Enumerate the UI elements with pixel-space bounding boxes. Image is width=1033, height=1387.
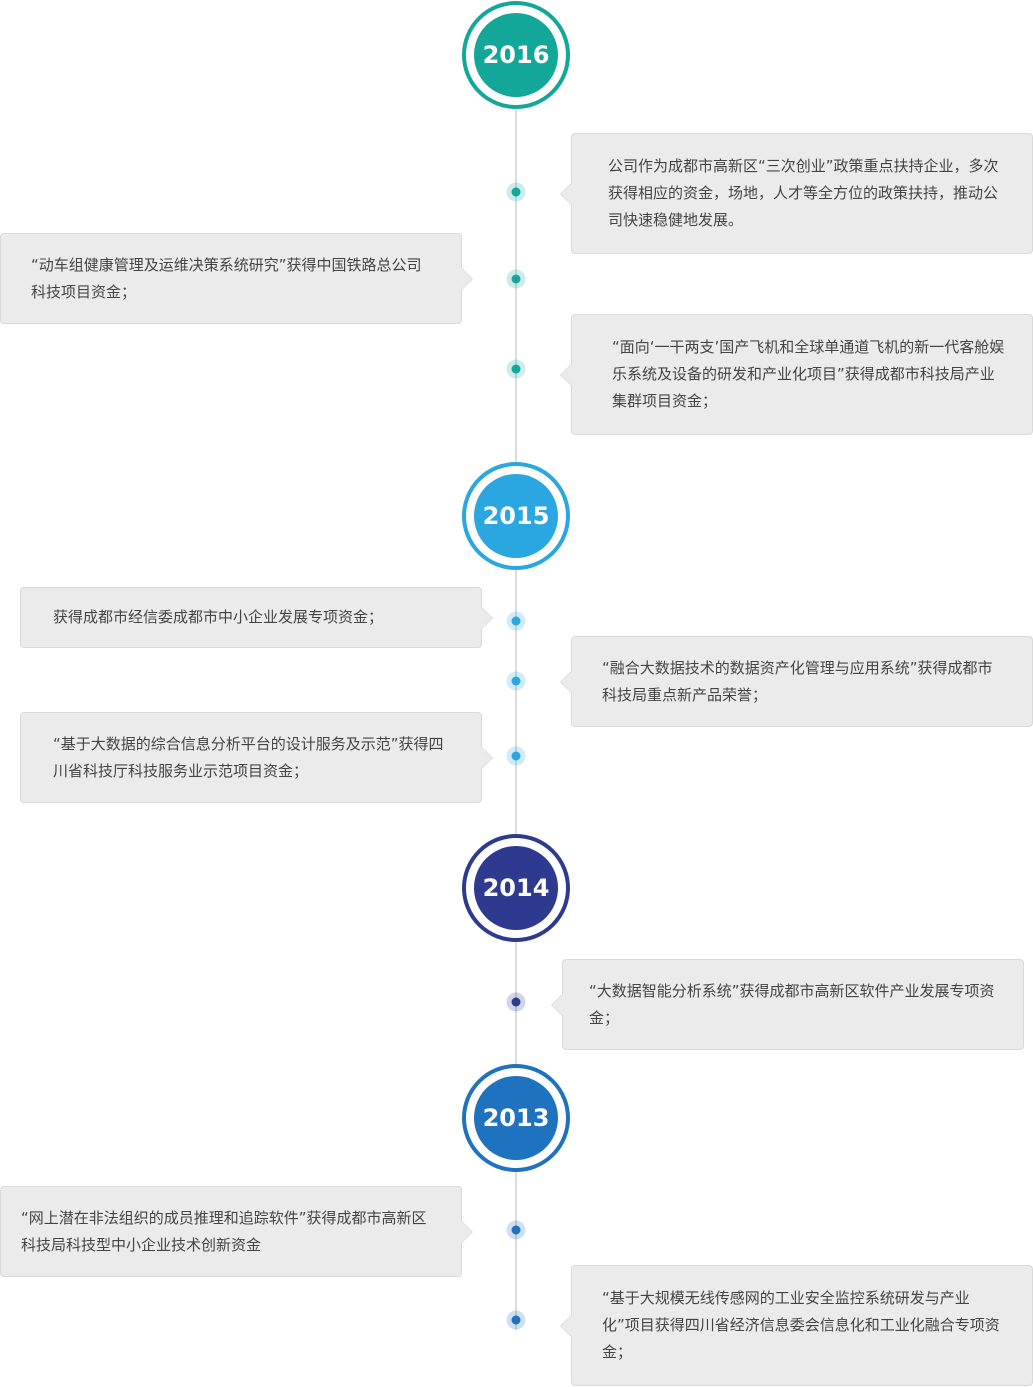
event-card: “基于大规模无线传感网的工业安全监控系统研发与产业化”项目获得四川省经济信息委会… <box>560 1265 1033 1386</box>
event-card: “动车组健康管理及运维决策系统研究”获得中国铁路总公司科技项目资金； <box>0 233 473 324</box>
event-text: “动车组健康管理及运维决策系统研究”获得中国铁路总公司科技项目资金； <box>31 255 422 301</box>
year-badge-2013: 2013 <box>462 1064 570 1172</box>
event-card: “融合大数据技术的数据资产化管理与应用系统”获得成都市科技局重点新产品荣誉； <box>560 636 1033 727</box>
event-card: “基于大数据的综合信息分析平台的设计服务及示范”获得四川省科技厅科技服务业示范项… <box>20 712 493 803</box>
year-label-2016: 2016 <box>474 13 558 97</box>
year-badge-2016: 2016 <box>462 1 570 109</box>
year-label-2015: 2015 <box>474 474 558 558</box>
event-text: 获得成都市经信委成都市中小企业发展专项资金； <box>53 608 384 626</box>
event-text: “融合大数据技术的数据资产化管理与应用系统”获得成都市科技局重点新产品荣誉； <box>602 658 993 704</box>
timeline-dot <box>506 746 526 766</box>
timeline-dot <box>506 359 526 379</box>
event-card: 获得成都市经信委成都市中小企业发展专项资金； <box>20 587 493 648</box>
timeline-dot <box>506 269 526 289</box>
event-card: “网上潜在非法组织的成员推理和追踪软件”获得成都市高新区科技局科技型中小企业技术… <box>0 1186 473 1277</box>
timeline-dot <box>506 671 526 691</box>
event-text: “大数据智能分析系统”获得成都市高新区软件产业发展专项资金； <box>589 981 995 1027</box>
timeline-dot <box>506 611 526 631</box>
timeline-dot <box>506 1220 526 1240</box>
year-badge-2015: 2015 <box>462 462 570 570</box>
event-text: “基于大规模无线传感网的工业安全监控系统研发与产业化”项目获得四川省经济信息委会… <box>602 1289 1000 1361</box>
event-text: “面向‘一干两支’国产飞机和全球单通道飞机的新一代客舱娱乐系统及设备的研发和产业… <box>612 338 1005 410</box>
timeline-dot <box>506 1310 526 1330</box>
event-card: “面向‘一干两支’国产飞机和全球单通道飞机的新一代客舱娱乐系统及设备的研发和产业… <box>560 314 1033 435</box>
event-text: “网上潜在非法组织的成员推理和追踪软件”获得成都市高新区科技局科技型中小企业技术… <box>21 1208 427 1254</box>
event-card: 公司作为成都市高新区“三次创业”政策重点扶持企业，多次获得相应的资金，场地，人才… <box>560 133 1033 254</box>
year-label-2014: 2014 <box>474 846 558 930</box>
timeline-dot <box>506 182 526 202</box>
event-card: “大数据智能分析系统”获得成都市高新区软件产业发展专项资金； <box>551 959 1024 1050</box>
timeline-dot <box>506 992 526 1012</box>
event-text: “基于大数据的综合信息分析平台的设计服务及示范”获得四川省科技厅科技服务业示范项… <box>53 734 444 780</box>
event-text: 公司作为成都市高新区“三次创业”政策重点扶持企业，多次获得相应的资金，场地，人才… <box>608 157 999 229</box>
timeline-axis <box>515 100 517 1330</box>
year-badge-2014: 2014 <box>462 834 570 942</box>
year-label-2013: 2013 <box>474 1076 558 1160</box>
